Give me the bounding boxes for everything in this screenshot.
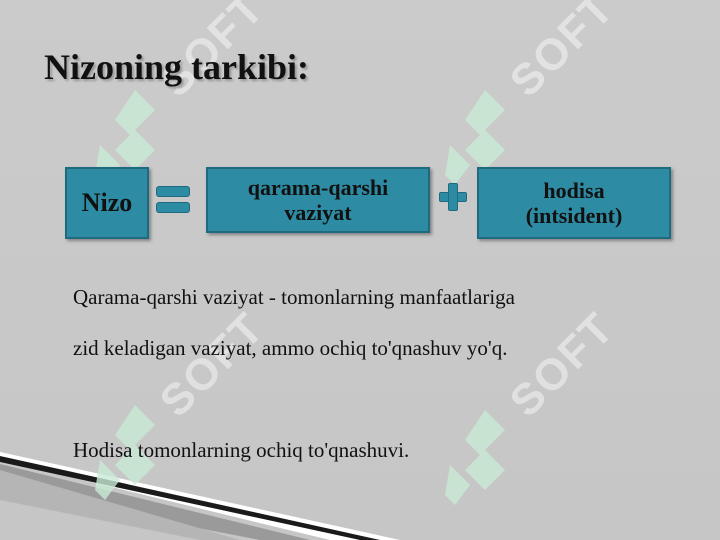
term-incident-line1: hodisa [543, 177, 605, 203]
watermark-text: SOFT [500, 0, 624, 107]
term-incident-box: hodisa (intsident) [477, 167, 671, 239]
equals-icon [156, 186, 190, 214]
term-incident-line2: (intsident) [525, 203, 623, 228]
term-conflict-situation-box: qarama-qarshi vaziyat [206, 167, 430, 233]
definition-line-1: Qarama-qarshi vaziyat - tomonlarning man… [73, 285, 515, 309]
term-conflict-situation-line2: vaziyat [284, 200, 352, 225]
term-conflict-situation-line1: qarama-qarshi [247, 174, 389, 200]
definition-line-2: zid keladigan vaziyat, ammo ochiq to'qna… [73, 336, 508, 360]
slide-title: Nizoning tarkibi: [44, 47, 310, 87]
watermark-text: SOFT [150, 303, 274, 427]
term-nizo-label: Nizo [81, 188, 133, 218]
term-nizo-box: Nizo [65, 167, 149, 239]
plus-icon [439, 183, 467, 211]
incident-definition: Hodisa tomonlarning ochiq to'qnashuvi. [73, 438, 410, 462]
watermark-text: SOFT [500, 303, 624, 427]
